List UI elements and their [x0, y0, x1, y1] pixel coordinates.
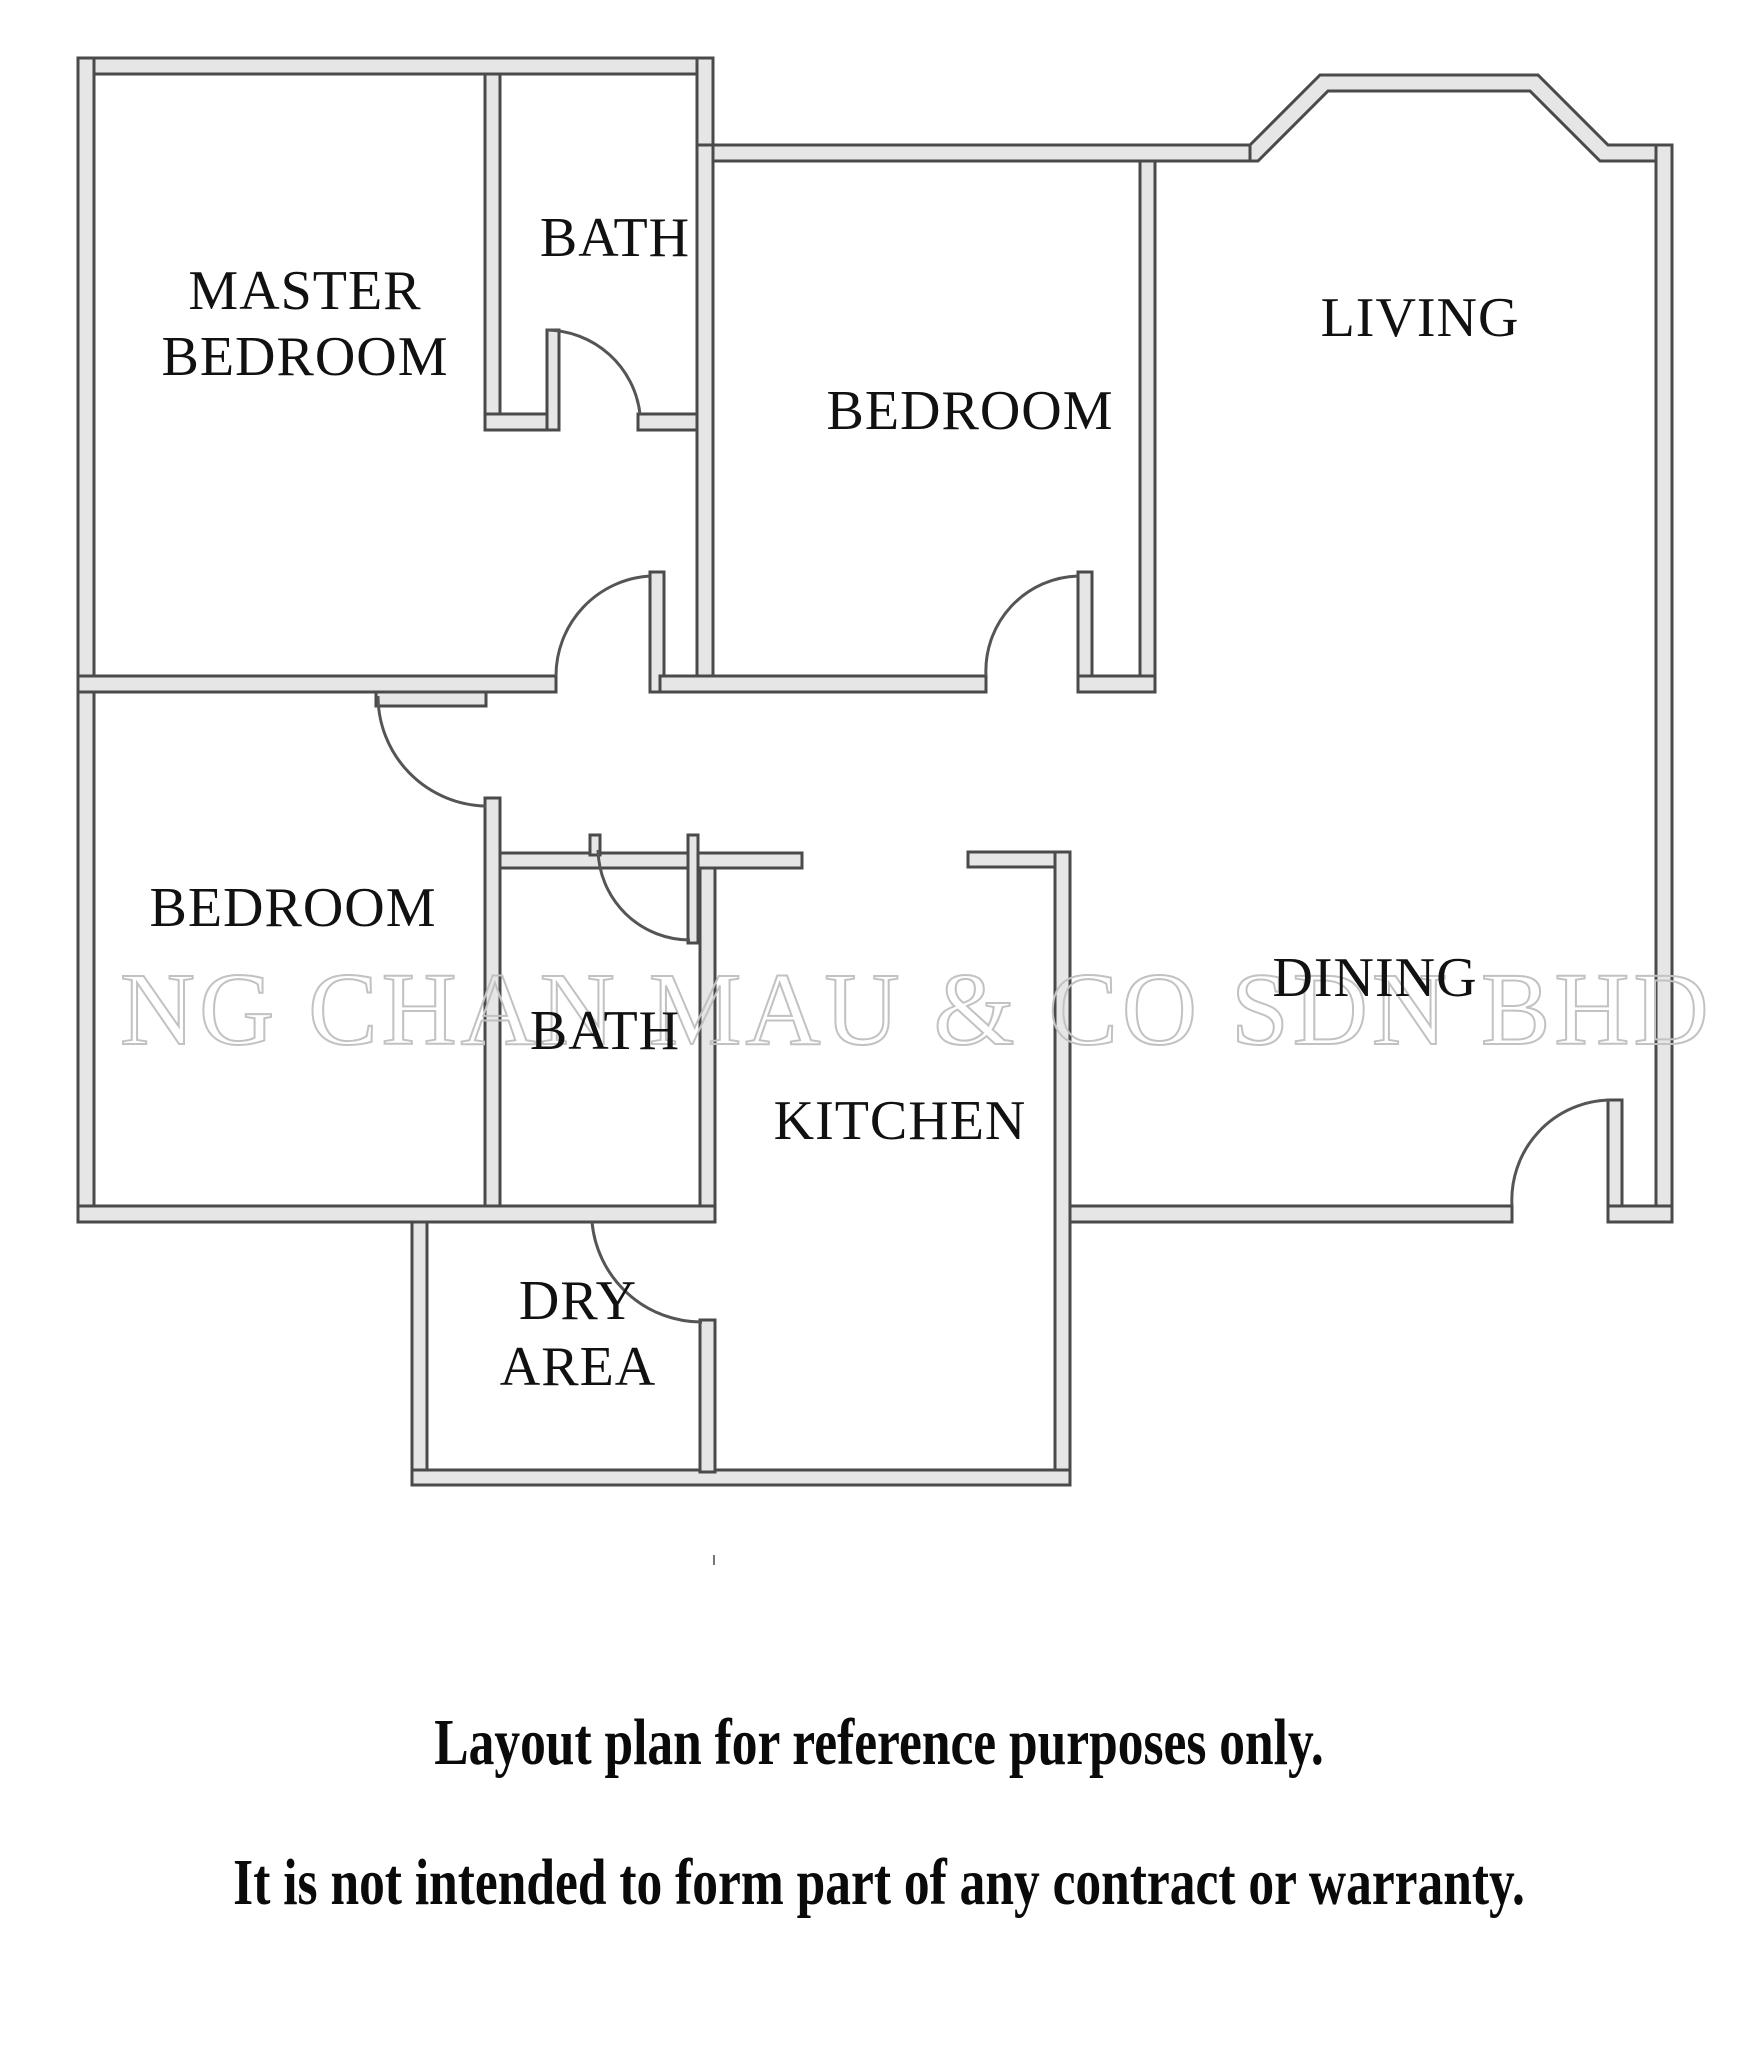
- wall: [1076, 570, 1094, 694]
- wall: [1138, 159, 1157, 692]
- room-label-dry-area: DRY AREA: [499, 1270, 657, 1398]
- room-label-kitchen: KITCHEN: [773, 1090, 1027, 1152]
- wall: [1606, 1204, 1674, 1224]
- door-swing-icon: [984, 574, 1079, 677]
- stray-mark: [713, 1555, 715, 1565]
- door-swing-icon: [596, 849, 691, 942]
- wall: [76, 56, 715, 76]
- wall: [1053, 850, 1072, 1487]
- room-label-bath: BATH: [529, 1000, 681, 1062]
- wall: [1606, 1098, 1624, 1224]
- room-label-dining: DINING: [1272, 947, 1478, 1009]
- wall: [483, 72, 502, 432]
- wall: [695, 143, 1259, 163]
- door-swing-icon: [554, 574, 651, 677]
- walls: [76, 56, 1674, 1487]
- wall: [76, 1204, 717, 1224]
- wall: [636, 412, 702, 432]
- door-swing-icon: [546, 328, 642, 415]
- wall: [545, 328, 561, 432]
- room-label-bedroom: BEDROOM: [826, 380, 1114, 442]
- room-label-bath: BATH: [539, 207, 691, 269]
- wall: [588, 833, 602, 857]
- wall: [410, 1468, 1072, 1487]
- door-swings: [376, 328, 1611, 1324]
- disclaimer-line-1: Layout plan for reference purposes only.: [434, 1706, 1324, 1779]
- room-label-master-bedroom: MASTER BEDROOM: [161, 260, 449, 388]
- door-swing-icon: [1510, 1098, 1611, 1207]
- wall: [698, 1318, 717, 1474]
- wall: [686, 833, 700, 945]
- watermark: NG CHAN MAU & CO SDN BHD: [119, 951, 1713, 1068]
- wall: [658, 674, 988, 694]
- bay-window-wall: [1248, 73, 1674, 163]
- door-swing-icon: [376, 695, 487, 808]
- wall: [648, 570, 666, 694]
- wall: [695, 143, 715, 692]
- wall: [1068, 1204, 1514, 1224]
- wall: [76, 674, 558, 694]
- wall: [374, 690, 488, 708]
- room-label-living: LIVING: [1320, 287, 1520, 349]
- wall: [76, 56, 96, 1224]
- door-swing-icon: [590, 1221, 703, 1324]
- wall: [410, 1220, 429, 1487]
- wall: [498, 851, 804, 870]
- room-label-bedroom: BEDROOM: [149, 877, 437, 939]
- disclaimer-line-2: It is not intended to form part of any c…: [233, 1846, 1525, 1919]
- wall: [483, 412, 549, 432]
- wall: [1076, 674, 1157, 694]
